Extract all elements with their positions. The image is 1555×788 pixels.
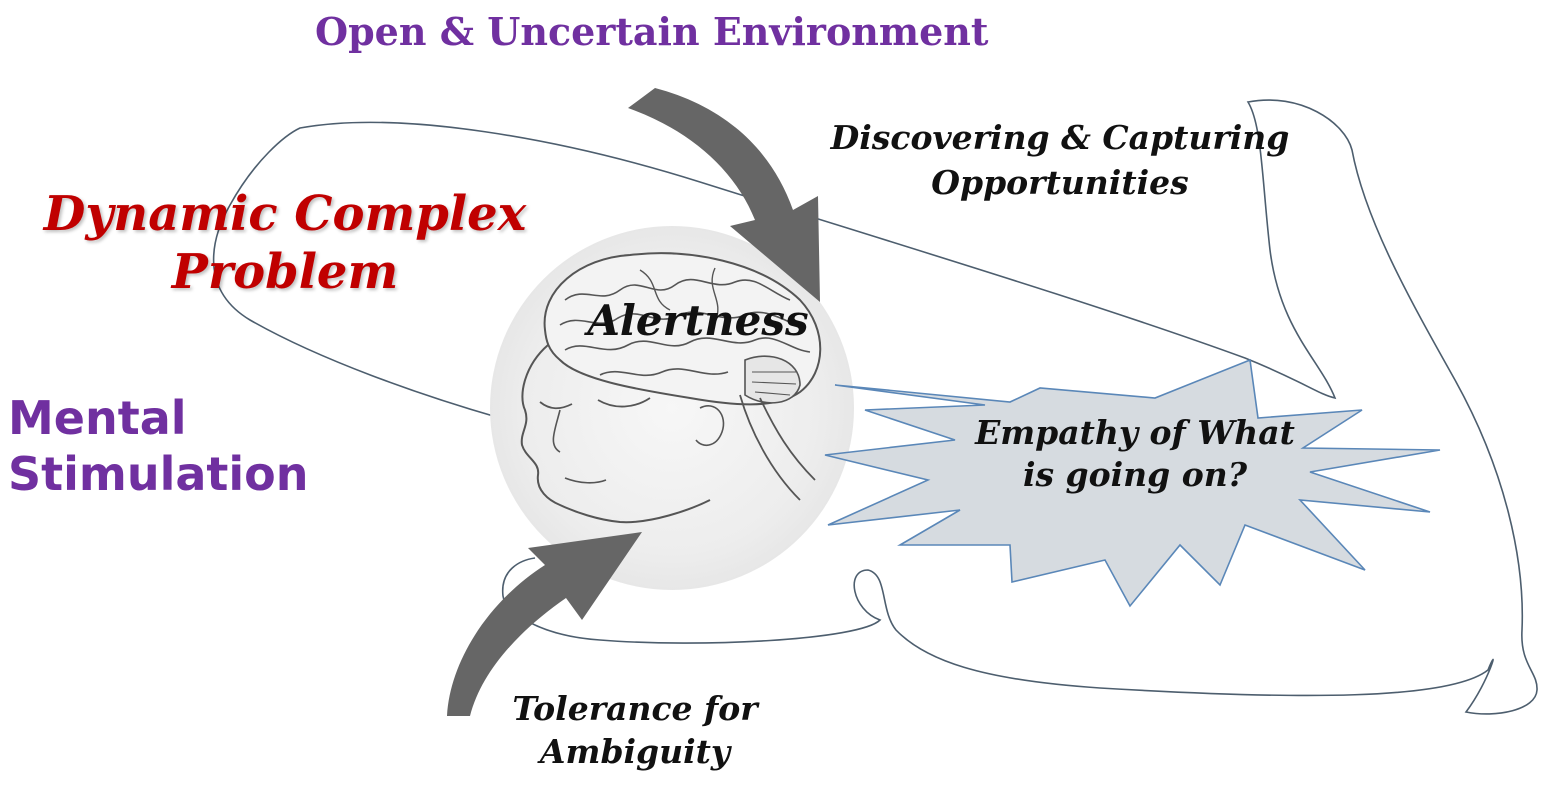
stimulation-text: Mental Stimulation (8, 391, 309, 502)
empathy-label: Empathy of What is going on? (960, 412, 1310, 496)
ambiguity-arrow (447, 532, 642, 716)
empathy-text: Empathy of What is going on? (975, 413, 1295, 494)
opportunities-text: Discovering & Capturing Opportunities (830, 118, 1290, 202)
environment-arrow (628, 88, 820, 302)
alertness-text: Alertness (587, 296, 809, 345)
ambiguity-text: Tolerance for Ambiguity (512, 689, 758, 771)
problem-text: Dynamic Complex Problem (43, 186, 527, 300)
ambiguity-label: Tolerance for Ambiguity (470, 688, 800, 774)
head-with-brain-icon (520, 252, 822, 524)
problem-label: Dynamic Complex Problem (20, 186, 550, 301)
opportunities-label: Discovering & Capturing Opportunities (785, 116, 1335, 205)
stimulation-label: Mental Stimulation (8, 390, 368, 502)
alertness-label: Alertness (558, 296, 838, 345)
starburst-callout (824, 358, 1441, 608)
environment-label: Open & Uncertain Environment (315, 9, 988, 55)
environment-text: Open & Uncertain Environment (315, 9, 989, 54)
freehand-loop-outline (212, 99, 1538, 715)
